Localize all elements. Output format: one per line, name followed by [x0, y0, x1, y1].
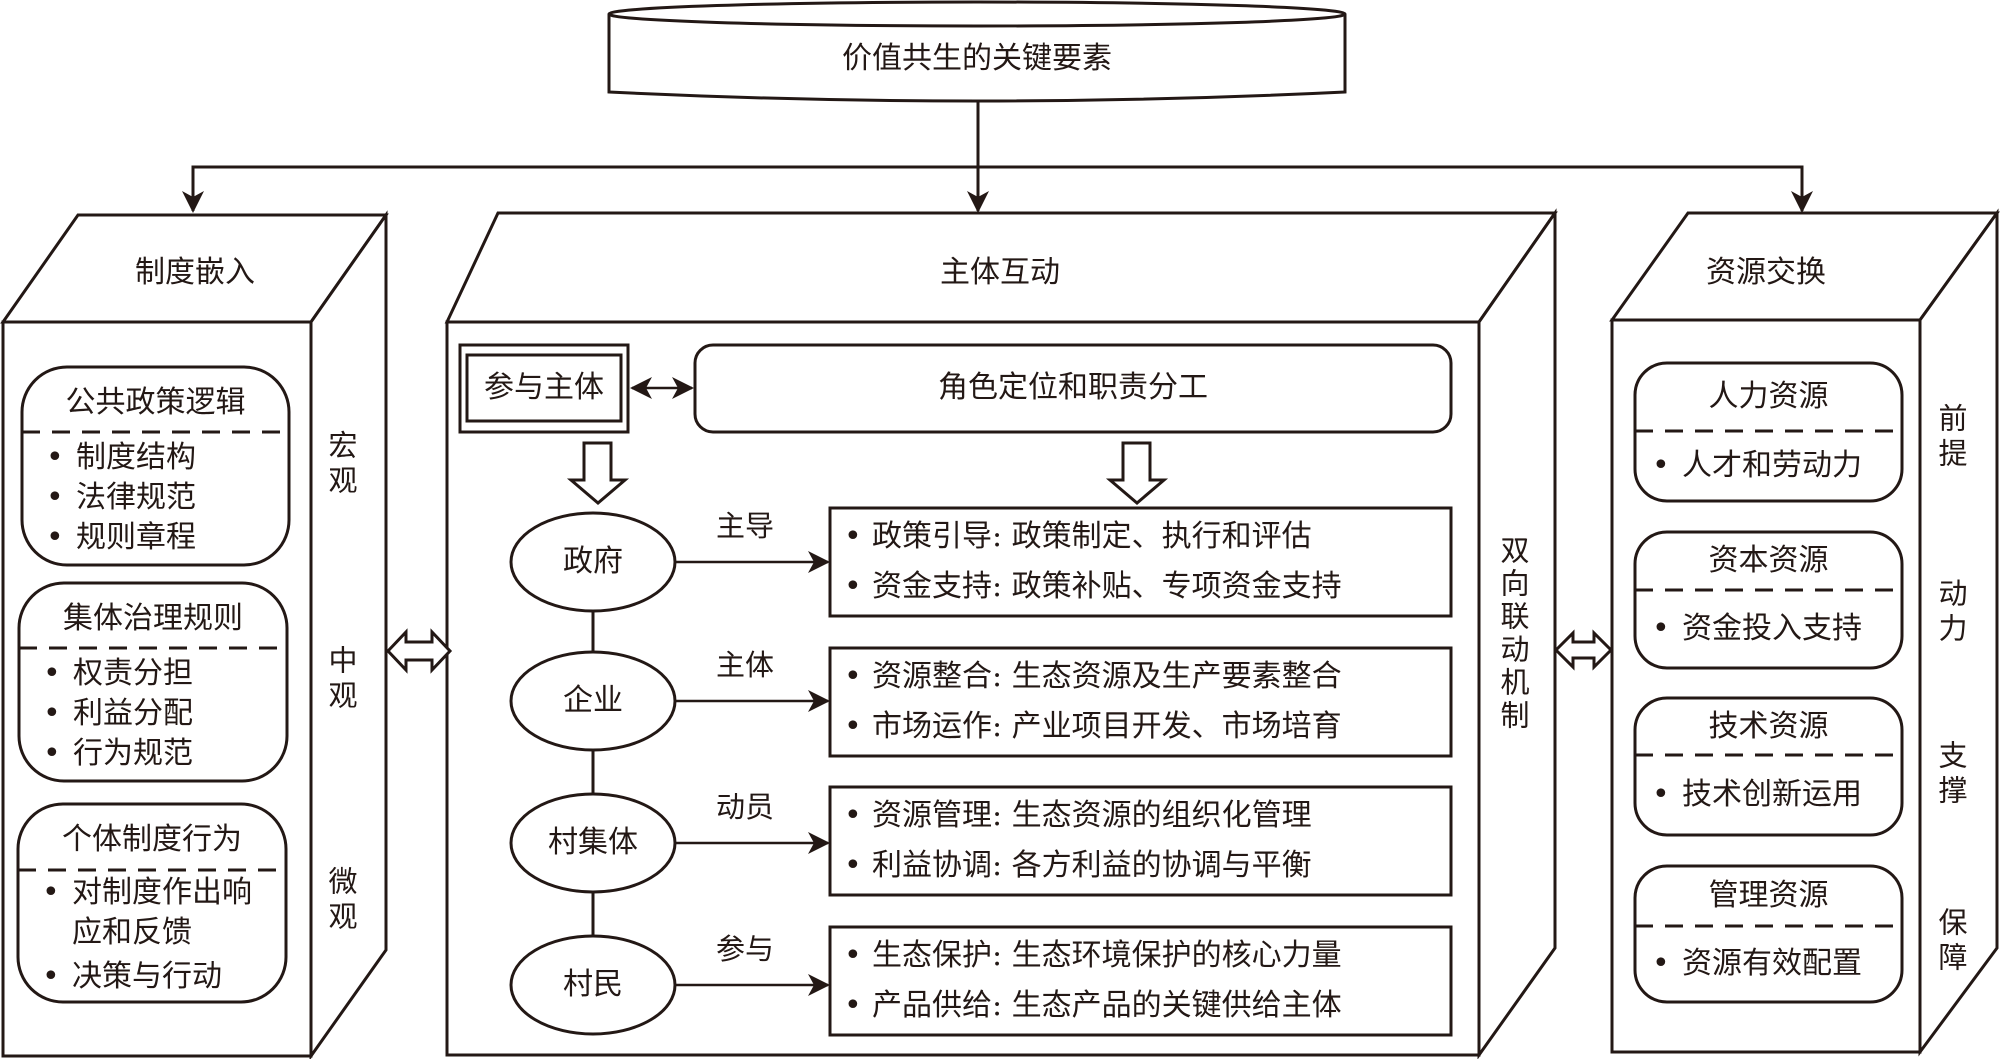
right-card-title: 管理资源	[1708, 878, 1829, 913]
right-card-list: 人才和劳动力	[1648, 446, 1862, 486]
actor-role-label: 主体	[715, 648, 775, 682]
right-card-title: 资本资源	[1708, 543, 1829, 578]
actor-description-item: 产品供给: 生态产品的关键供给主体	[840, 981, 1342, 1031]
side-label-meso: 中观	[324, 645, 358, 715]
middle-block-title: 主体互动	[940, 255, 1060, 290]
left-card-item: 利益分配	[39, 694, 277, 734]
actor-description-item: 市场运作: 产业项目开发、市场培育	[840, 702, 1342, 752]
right-card-item: 资金投入支持	[1648, 609, 1862, 649]
roles-down-arrow	[1105, 441, 1169, 505]
left-card-title: 个体制度行为	[62, 822, 242, 857]
actor-description-list: 资源管理: 生态资源的组织化管理利益协调: 各方利益的协调与平衡	[840, 791, 1312, 891]
actor-description-item: 资金支持: 政策补贴、专项资金支持	[840, 562, 1342, 612]
left-card-item: 对制度作出响应和反馈	[38, 873, 276, 953]
actor-name: 政府	[563, 544, 623, 579]
right-card-item: 技术创新运用	[1648, 775, 1862, 815]
side-label-driver: 动力	[1934, 578, 1968, 648]
actor-description-item: 资源管理: 生态资源的组织化管理	[840, 791, 1312, 841]
roles-box	[693, 343, 1453, 434]
left-card-item: 制度结构	[42, 438, 279, 478]
actor-description-list: 生态保护: 生态环境保护的核心力量产品供给: 生态产品的关键供给主体	[840, 931, 1342, 1031]
side-label-support: 支撑	[1934, 740, 1968, 810]
root-cylinder	[607, 0, 1347, 103]
actor-name: 企业	[563, 683, 623, 718]
actor-description-item: 生态保护: 生态环境保护的核心力量	[840, 931, 1342, 981]
actor-description-item: 政策引导: 政策制定、执行和评估	[840, 512, 1342, 562]
side-label-guarantee: 保障	[1934, 907, 1968, 977]
right-card-title: 技术资源	[1708, 708, 1829, 744]
right-block-title: 资源交换	[1706, 255, 1826, 290]
participants-down-arrow	[566, 441, 630, 505]
participants-inner-box	[465, 353, 623, 423]
right-card-title: 人力资源	[1708, 379, 1829, 414]
right-double-arrow	[1553, 629, 1614, 671]
actor-description-item: 资源整合: 生态资源及生产要素整合	[840, 652, 1342, 702]
actor-description-item: 利益协调: 各方利益的协调与平衡	[840, 841, 1312, 891]
left-card-item: 决策与行动	[38, 957, 276, 997]
left-card-item: 规则章程	[42, 518, 279, 558]
roles-label: 角色定位和职责分工	[938, 370, 1208, 405]
left-double-arrow	[385, 628, 453, 674]
actor-name: 村集体	[548, 825, 638, 860]
side-label-macro: 宏观	[324, 430, 358, 500]
actor-role-label: 参与	[715, 932, 775, 966]
right-card-list: 资金投入支持	[1648, 609, 1862, 649]
actor-name: 村民	[563, 967, 623, 1002]
left-card-item: 法律规范	[42, 478, 279, 518]
participants-outer-box	[458, 343, 630, 434]
actor-description-list: 资源整合: 生态资源及生产要素整合市场运作: 产业项目开发、市场培育	[840, 652, 1342, 752]
side-label-premise: 前提	[1934, 403, 1968, 473]
right-card-item: 人才和劳动力	[1648, 446, 1862, 486]
actor-role-label: 主导	[715, 509, 775, 543]
left-card-list: 对制度作出响应和反馈决策与行动	[38, 873, 276, 1001]
actor-description-list: 政策引导: 政策制定、执行和评估资金支持: 政策补贴、专项资金支持	[840, 512, 1342, 612]
left-card-title: 集体治理规则	[63, 601, 243, 636]
root-branch	[191, 165, 1804, 211]
left-card-list: 制度结构法律规范规则章程	[42, 438, 279, 558]
right-card-list: 资源有效配置	[1648, 944, 1862, 984]
left-block-title: 制度嵌入	[135, 255, 255, 290]
actor-role-label: 动员	[715, 790, 775, 824]
root-title: 价值共生的关键要素	[842, 41, 1112, 76]
side-label-micro: 微观	[324, 866, 358, 936]
left-card-title: 公共政策逻辑	[65, 385, 246, 420]
participants-label: 参与主体	[484, 370, 604, 405]
mechanism-label: 双向联动机制	[1496, 535, 1530, 733]
left-card-item: 权责分担	[39, 654, 277, 694]
left-card-list: 权责分担利益分配行为规范	[39, 654, 277, 774]
left-card-item: 行为规范	[39, 734, 277, 774]
right-card-item: 资源有效配置	[1648, 944, 1862, 984]
right-card-list: 技术创新运用	[1648, 775, 1862, 815]
